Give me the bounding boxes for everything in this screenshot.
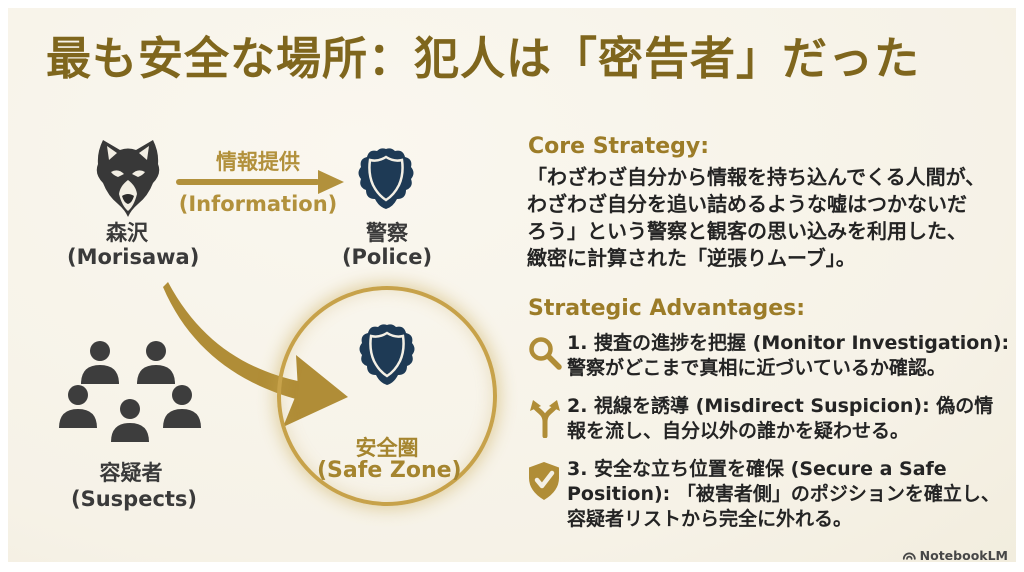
label-information-jp: 情報提供 xyxy=(216,150,300,174)
strategic-advantages-list: 1. 捜査の進捗を把握 (Monitor Investigation): 警察が… xyxy=(527,331,1021,545)
label-morisawa-en: (Morisawa) xyxy=(67,245,200,269)
safe-zone-badge-icon xyxy=(359,324,415,385)
notebooklm-icon xyxy=(902,552,916,560)
label-suspects-en: (Suspects) xyxy=(71,487,198,511)
advantage-item-3: 3. 安全な立ち位置を確保 (Secure a Safe Position): … xyxy=(527,457,1021,532)
label-police-jp: 警察 xyxy=(366,221,408,245)
footer-brand-label: NotebookLM xyxy=(919,548,1008,563)
label-suspects-jp: 容疑者 xyxy=(99,461,163,485)
advantage-text-1: 1. 捜査の進捗を把握 (Monitor Investigation): 警察が… xyxy=(567,332,1010,379)
footer-brand: NotebookLM xyxy=(902,548,1008,563)
label-safezone-en: (Safe Zone) xyxy=(317,458,462,483)
label-information-en: (Information) xyxy=(178,192,338,216)
core-strategy-heading: Core Strategy: xyxy=(528,134,710,159)
advantage-text-2: 2. 視線を誘導 (Misdirect Suspicion): 偽の情 報を流し… xyxy=(567,395,994,442)
branch-arrows-icon xyxy=(527,394,567,442)
strategic-advantages-heading: Strategic Advantages: xyxy=(528,296,806,321)
label-morisawa-jp: 森沢 xyxy=(106,221,148,245)
advantage-item-1: 1. 捜査の進捗を把握 (Monitor Investigation): 警察が… xyxy=(527,331,1021,381)
page-title: 最も安全な場所：犯人は「密告者」だった xyxy=(46,32,921,85)
magnifier-icon xyxy=(527,331,567,377)
label-police-en: (Police) xyxy=(341,245,433,269)
shield-check-icon xyxy=(527,457,567,505)
information-arrow-icon xyxy=(176,170,344,194)
core-strategy-body: 「わざわざ自分から情報を持ち込んでくる人間が、 わざわざ自分を追い詰めるような嘘… xyxy=(527,165,986,270)
label-safezone-jp: 安全圏 xyxy=(355,436,419,460)
advantage-item-2: 2. 視線を誘導 (Misdirect Suspicion): 偽の情 報を流し… xyxy=(527,394,1021,444)
wolf-icon xyxy=(96,140,160,217)
advantage-text-3: 3. 安全な立ち位置を確保 (Secure a Safe Position): … xyxy=(567,458,1000,530)
safe-zone-circle xyxy=(277,286,497,506)
police-badge-icon xyxy=(358,148,414,209)
slide-background xyxy=(8,8,1016,562)
